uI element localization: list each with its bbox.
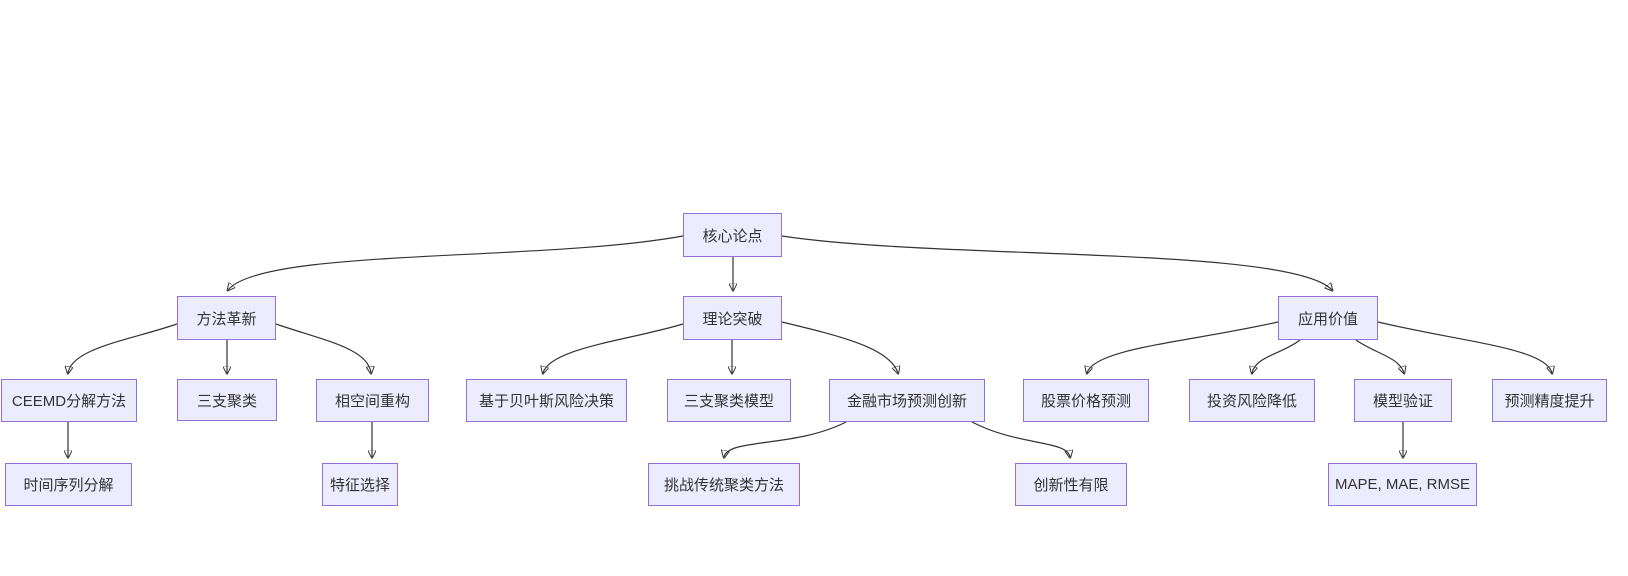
edge-root-application (781, 235, 1332, 290)
edge-method-ceemd (68, 323, 178, 373)
node-feature-selection: 特征选择 (322, 463, 398, 506)
node-model-validation: 模型验证 (1354, 379, 1452, 422)
edge-application-stock (1087, 321, 1279, 373)
node-core-argument: 核心论点 (683, 213, 782, 257)
node-method-innovation: 方法革新 (177, 296, 276, 340)
node-prediction-accuracy-improvement: 预测精度提升 (1492, 379, 1607, 422)
edge-root-method (228, 235, 684, 290)
node-theory-breakthrough: 理论突破 (683, 296, 782, 340)
node-limited-innovation: 创新性有限 (1015, 463, 1127, 506)
node-three-way-clustering: 三支聚类 (177, 379, 277, 421)
edge-finance-innovation-limited (971, 421, 1070, 457)
node-phase-space-reconstruction: 相空间重构 (316, 379, 429, 422)
node-ceemd-decomposition: CEEMD分解方法 (1, 379, 137, 422)
node-error-metrics: MAPE, MAE, RMSE (1328, 463, 1477, 506)
node-bayesian-risk-decision: 基于贝叶斯风险决策 (466, 379, 627, 422)
edge-method-phase-space (275, 323, 371, 373)
edge-theory-bayes (543, 323, 684, 373)
node-time-series-decomposition: 时间序列分解 (5, 463, 132, 506)
node-stock-price-prediction: 股票价格预测 (1023, 379, 1149, 422)
node-investment-risk-reduction: 投资风险降低 (1189, 379, 1315, 422)
edge-application-validation (1355, 339, 1404, 373)
edge-application-accuracy (1377, 321, 1552, 373)
edge-finance-innovation-challenge (724, 421, 847, 457)
edge-application-risk (1252, 339, 1301, 373)
node-three-way-clustering-model: 三支聚类模型 (667, 379, 791, 422)
node-application-value: 应用价值 (1278, 296, 1378, 340)
edge-theory-finance-innovation (781, 321, 898, 373)
node-challenge-traditional-clustering: 挑战传统聚类方法 (648, 463, 800, 506)
node-financial-market-prediction-innovation: 金融市场预测创新 (829, 379, 985, 422)
